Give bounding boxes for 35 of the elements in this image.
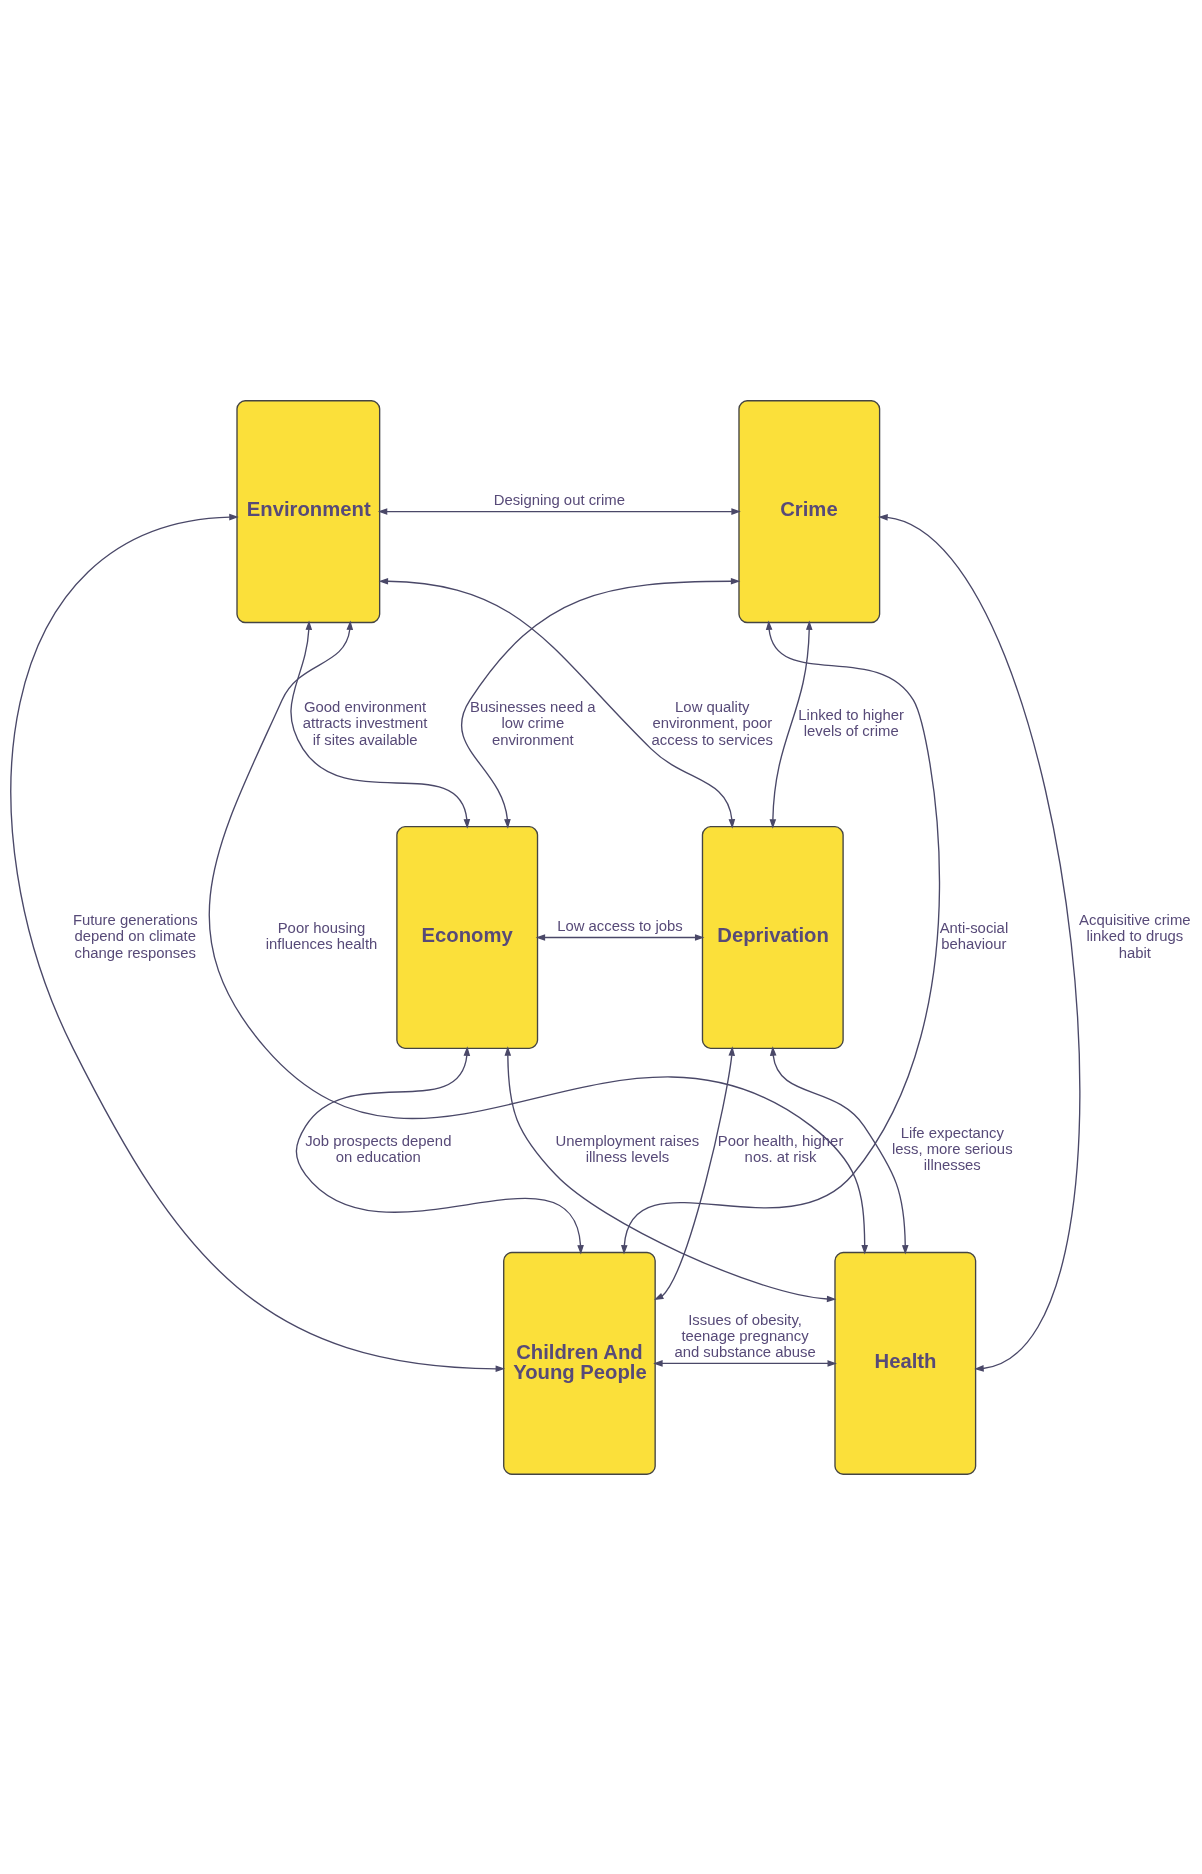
arrow xyxy=(654,1045,736,1300)
edge-label: Low quality environment, poor access to services xyxy=(651,698,773,748)
arrow xyxy=(535,933,705,941)
arrow xyxy=(461,577,741,829)
edge-label: Unemployment raises illness levels xyxy=(555,1132,700,1165)
edge-label: Businesses need a low crime environment xyxy=(470,698,596,748)
edge-label: Job prospects depend on education xyxy=(305,1132,452,1165)
node-box: Health xyxy=(834,1251,977,1475)
edge-label: Anti-social behaviour xyxy=(939,919,1009,952)
arrow xyxy=(208,619,868,1255)
arrow xyxy=(290,619,471,829)
edge-label: Issues of obesity, teenage pregnancy and substance abuse xyxy=(674,1311,816,1360)
edge-label: Life expectancy less, more serious illnesses xyxy=(891,1124,1013,1173)
arrow xyxy=(378,577,736,829)
arrow xyxy=(10,513,506,1372)
arrow xyxy=(653,1359,837,1367)
edge-label: Low access to jobs xyxy=(557,917,683,934)
node-box: Environment xyxy=(236,399,381,623)
edge-label: Good environment attracts investment if sites available xyxy=(302,698,428,748)
node-box: Children And Young People xyxy=(503,1251,656,1475)
arrow xyxy=(878,513,1080,1372)
edge-label: Linked to higher levels of crime xyxy=(798,706,905,739)
arrow xyxy=(295,1045,584,1255)
arrow xyxy=(621,619,941,1255)
node-box: Deprivation xyxy=(701,825,844,1049)
arrow xyxy=(504,1045,837,1302)
arrow xyxy=(769,619,813,829)
node-box: Economy xyxy=(396,825,539,1049)
edge-label: Designing out crime xyxy=(493,491,625,508)
edge-label: Poor housing influences health xyxy=(265,919,378,952)
arrow xyxy=(377,507,741,515)
arrow xyxy=(769,1045,909,1255)
node-box: Crime xyxy=(738,399,881,623)
edge-label: Acquisitive crime linked to drugs habit xyxy=(1079,911,1191,961)
edge-label: Future generations depend on climate change responses xyxy=(72,911,198,961)
